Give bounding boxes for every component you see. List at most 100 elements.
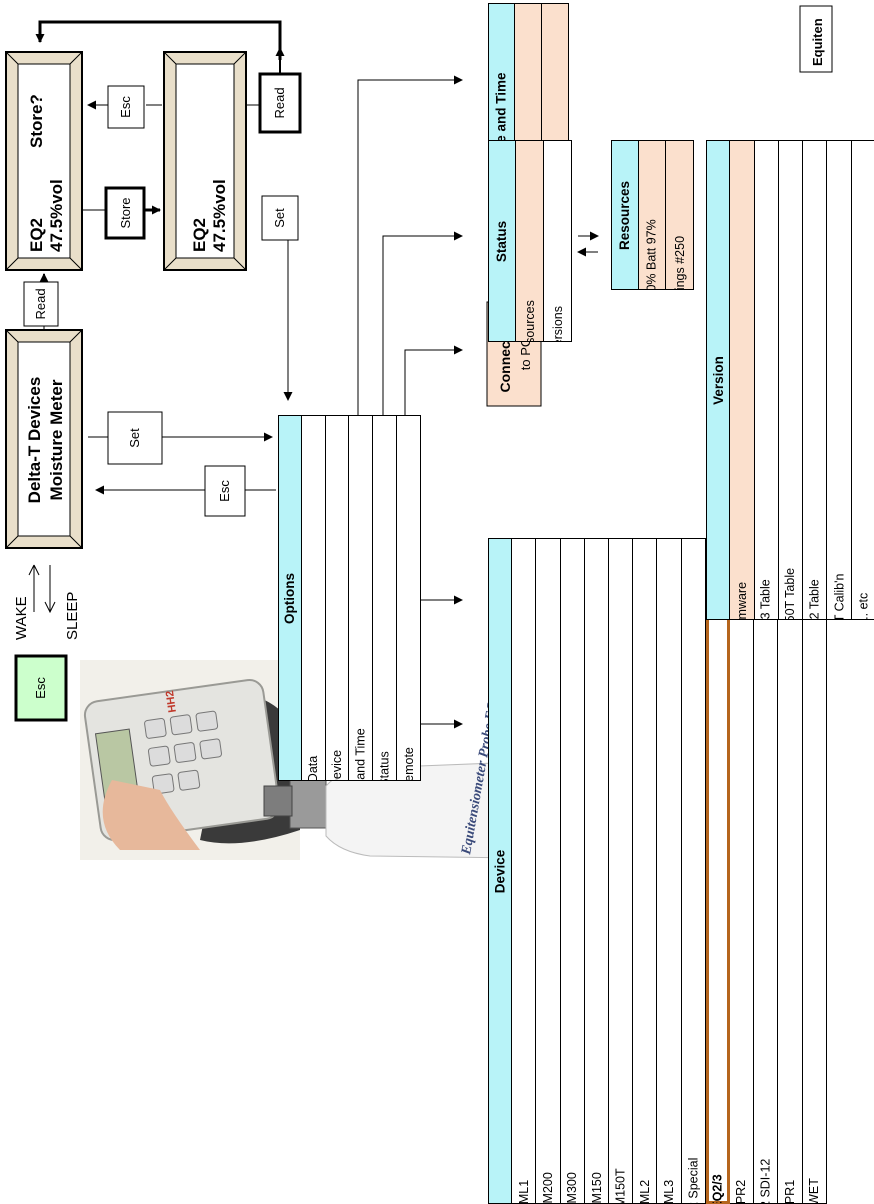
- menu-item-text: Remote: [401, 747, 416, 781]
- options-menu-item[interactable]: Device: [325, 415, 350, 781]
- resources-menu-title: Resources: [611, 140, 639, 290]
- menu-title-text: Options: [282, 572, 298, 624]
- read-label-2: Read: [272, 87, 287, 118]
- options-menu-title: Options: [278, 415, 302, 781]
- read-label-1: Read: [33, 288, 48, 319]
- lcd-reading-line1: EQ2: [27, 218, 46, 252]
- version-menu-item[interactable]: WET Calib'n: [827, 140, 852, 620]
- device-menu-item[interactable]: ML2: [633, 538, 658, 1204]
- sleep-label: SLEEP: [64, 592, 81, 640]
- lcd-home-line1: Delta-T Devices: [25, 377, 44, 504]
- menu-item-text: ... etc: [856, 592, 871, 620]
- menu-item-text: Mem 100% Batt 97%: [644, 219, 659, 290]
- menu-item-text: ML2: [637, 1179, 652, 1204]
- resources-menu-item[interactable]: Mem 100% Batt 97%: [638, 140, 667, 290]
- device-menu-item[interactable]: ML3: [657, 538, 682, 1204]
- options-menu-item[interactable]: Remote: [397, 415, 421, 781]
- menu-item-text: Device: [330, 749, 345, 781]
- device-menu-item[interactable]: PR1: [778, 538, 803, 1204]
- menu-title-text: Version: [710, 355, 726, 405]
- device-menu-item[interactable]: ML2 Special: [681, 538, 706, 1204]
- device-menu-item[interactable]: SM150T: [609, 538, 634, 1204]
- menu-item-text: PR2: [734, 1179, 749, 1204]
- set-label-1: Set: [272, 208, 287, 228]
- device-menu-item[interactable]: SM300: [560, 538, 585, 1204]
- version-menu-item[interactable]: PR2 Table: [803, 140, 828, 620]
- menu-item-text: PR1: [783, 1179, 798, 1204]
- version-menu-item[interactable]: ... etc: [851, 140, 874, 620]
- menu-item-text: SM300: [565, 1172, 580, 1204]
- device-menu-item[interactable]: WET: [802, 538, 827, 1204]
- options-menu-item[interactable]: Status: [373, 415, 398, 781]
- menu-item-text: WET: [807, 1178, 822, 1204]
- device-menu-item[interactable]: ML1: [512, 538, 537, 1204]
- menu-item-text: Resources: [522, 300, 537, 342]
- lcd-reading: EQ2 47.5%vol Store?: [5, 51, 83, 271]
- store-label: Store: [118, 197, 133, 228]
- store-button[interactable]: Store: [104, 186, 146, 240]
- wake-label: WAKE: [13, 596, 30, 640]
- lcd-reading-line2: 47.5%vol: [47, 179, 66, 252]
- options-menu-item[interactable]: Data: [301, 415, 326, 781]
- esc-button-2[interactable]: Esc: [204, 465, 246, 517]
- menu-item-text: Status: [377, 751, 392, 781]
- menu-item-text: ML1: [516, 1179, 531, 1204]
- menu-title-text: Resources: [617, 180, 633, 250]
- menu-item-text: EQ2/3: [710, 1174, 725, 1204]
- options-menu-item[interactable]: Date and Time: [349, 415, 374, 781]
- menu-item-text: Readings #250: [672, 235, 687, 290]
- lcd-stored-line2: 47.5%vol: [210, 179, 229, 252]
- menu-title-text: Status: [494, 220, 510, 262]
- read-button-2[interactable]: Read: [258, 72, 302, 134]
- resources-menu-item[interactable]: Readings #250: [666, 140, 694, 290]
- esc-key-green[interactable]: Esc: [14, 654, 68, 722]
- status-menu-item[interactable]: Versions: [544, 140, 572, 342]
- connecting-line2: to PC: [518, 338, 533, 371]
- set-button-2[interactable]: Set: [107, 411, 163, 465]
- esc-label-1: Esc: [118, 96, 133, 118]
- menu-item-text: SM150: [589, 1172, 604, 1204]
- menu-item-text: Date and Time: [353, 728, 368, 781]
- lcd-stored: EQ2 47.5%vol: [163, 51, 247, 271]
- menu-item-text: PR2 SDI-12: [758, 1158, 773, 1204]
- device-menu-item[interactable]: SM200: [536, 538, 561, 1204]
- lcd-home: Delta-T Devices Moisture Meter: [5, 329, 83, 549]
- corner-label-box: Equiten: [799, 5, 833, 73]
- menu-item-text: WET Calib'n: [832, 573, 847, 620]
- menu-item-text: Data: [306, 755, 321, 781]
- menu-item-text: SM200: [541, 1172, 556, 1204]
- menu-item-text: ML3: [662, 1179, 677, 1204]
- meter-photo: HH2: [80, 660, 300, 860]
- menu-item-text: SM150T Table: [783, 567, 798, 620]
- esc-key-label: Esc: [33, 677, 48, 699]
- status-menu-item[interactable]: Resources: [516, 140, 544, 342]
- version-menu-item[interactable]: Firmware: [730, 140, 755, 620]
- menu-item-text: ML2 Special: [686, 1157, 701, 1204]
- read-button-1[interactable]: Read: [23, 281, 59, 327]
- menu-item-text: PR2 Table: [807, 579, 822, 620]
- version-menu-title: Version: [706, 140, 731, 620]
- lcd-reading-prompt: Store?: [27, 94, 46, 148]
- lcd-home-line2: Moisture Meter: [47, 379, 66, 500]
- esc-label-2: Esc: [217, 480, 232, 502]
- meter-model: HH2: [164, 690, 179, 713]
- device-menu-item[interactable]: EQ2/3: [705, 538, 731, 1204]
- device-menu-item[interactable]: PR2: [730, 538, 755, 1204]
- esc-button-1[interactable]: Esc: [107, 85, 145, 129]
- menu-item-text: SM150T: [613, 1168, 628, 1204]
- version-menu-item[interactable]: SM150T Table: [778, 140, 804, 620]
- set-button-1[interactable]: Set: [261, 195, 299, 241]
- menu-item-text: Firmware: [734, 581, 749, 620]
- lcd-stored-line1: EQ2: [190, 218, 209, 252]
- corner-label: Equiten: [810, 18, 825, 66]
- version-menu-item[interactable]: ML3 Table: [754, 140, 779, 620]
- device-menu-item[interactable]: PR2 SDI-12: [754, 538, 779, 1204]
- device-menu-item[interactable]: SM150: [584, 538, 610, 1204]
- menu-item-text: Versions: [550, 306, 565, 342]
- status-menu-title: Status: [488, 140, 516, 342]
